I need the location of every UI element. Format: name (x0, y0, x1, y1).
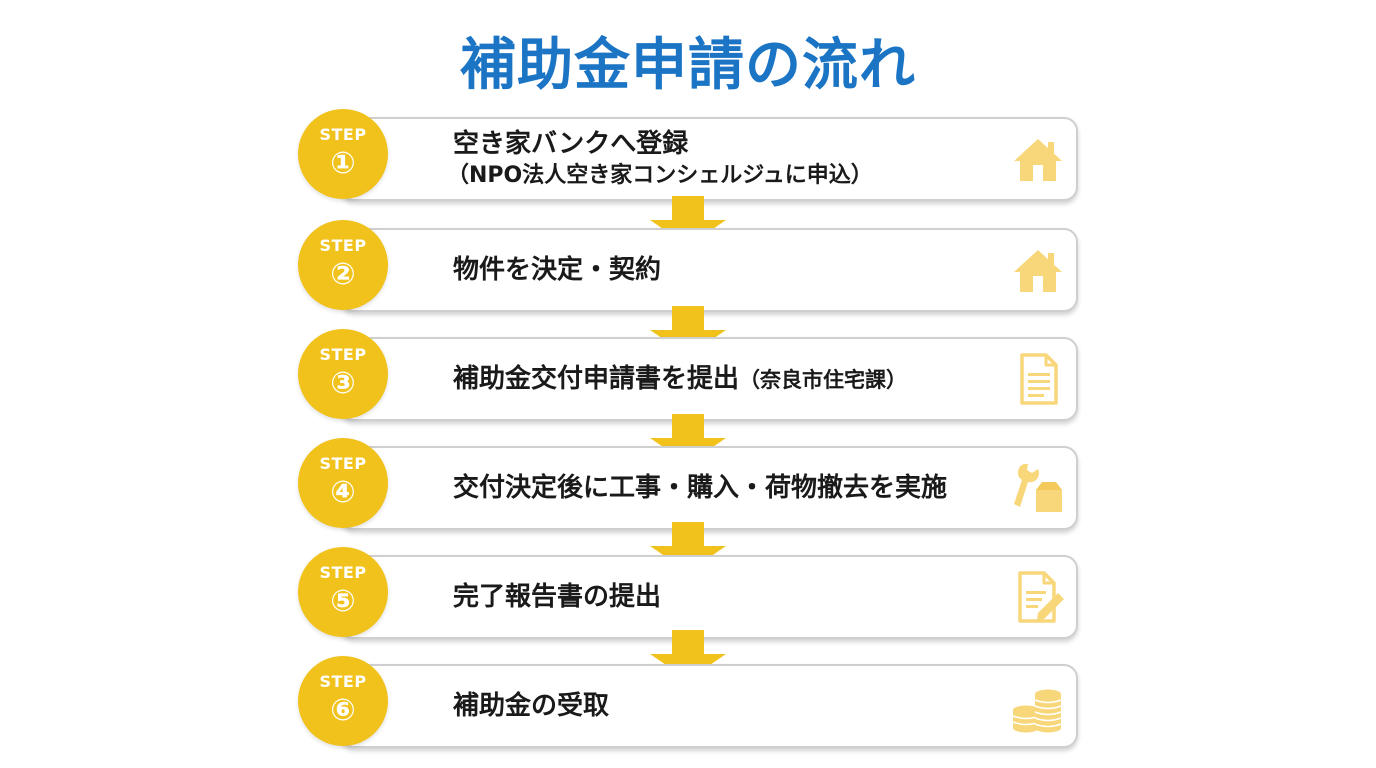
step-5: STEP ⑤ 完了報告書の提出 (298, 547, 1080, 641)
step-title: 完了報告書の提出 (453, 582, 662, 612)
step-badge-number: ② (330, 257, 356, 292)
step-badge-number: ⑤ (330, 584, 356, 619)
flow-arrow (650, 630, 726, 680)
step-badge: STEP ⑥ (298, 656, 388, 746)
flow-arrow (650, 522, 726, 572)
flow-arrow (650, 196, 726, 246)
step-text: 完了報告書の提出 (453, 553, 1013, 641)
step-box (340, 664, 1078, 748)
house-icon (1014, 250, 1062, 292)
step-text: 補助金の受取 (453, 662, 1013, 750)
page-title: 補助金申請の流れ (460, 33, 916, 98)
step-box (340, 117, 1078, 201)
step-badge: STEP ⑤ (298, 547, 388, 637)
step-badge: STEP ④ (298, 438, 388, 528)
step-box (340, 337, 1078, 421)
step-2: STEP ② 物件を決定・契約 (298, 220, 1080, 314)
step-badge-label: STEP (319, 454, 367, 473)
step-badge-number: ③ (330, 366, 356, 401)
step-subtitle: （NPO法人空き家コンシェルジュに申込） (447, 163, 873, 188)
step-text: 物件を決定・契約 (453, 226, 1013, 314)
step-1: STEP ① 空き家バンクへ登録 （NPO法人空き家コンシェルジュに申込） (298, 109, 1080, 203)
step-title: 補助金交付申請書を提出（奈良市住宅課） (453, 362, 1013, 397)
step-badge-number: ④ (330, 475, 356, 510)
step-title-main: 補助金交付申請書を提出 (453, 363, 740, 394)
step-badge: STEP ② (298, 220, 388, 310)
document-edit-icon (1018, 571, 1064, 623)
step-title: 空き家バンクへ登録 (453, 129, 689, 159)
step-box (340, 228, 1078, 312)
step-box (340, 446, 1078, 530)
step-badge-label: STEP (319, 345, 367, 364)
wrench-box-icon (1014, 464, 1062, 512)
step-3: STEP ③ 補助金交付申請書を提出（奈良市住宅課） (298, 329, 1080, 423)
step-6: STEP ⑥ 補助金の受取 (298, 656, 1080, 750)
step-badge-label: STEP (319, 236, 367, 255)
step-badge-label: STEP (319, 563, 367, 582)
step-title-note: （奈良市住宅課） (739, 367, 908, 392)
flow-arrow (650, 414, 726, 464)
coins-icon (1012, 689, 1062, 733)
step-badge-label: STEP (319, 672, 367, 691)
step-box (340, 555, 1078, 639)
step-badge-number: ① (330, 146, 356, 181)
flow-arrow (650, 306, 726, 356)
step-badge: STEP ① (298, 109, 388, 199)
step-badge-label: STEP (319, 125, 367, 144)
step-badge-number: ⑥ (330, 693, 356, 728)
step-text: 交付決定後に工事・購入・荷物撤去を実施 (453, 444, 1013, 532)
step-text: 補助金交付申請書を提出（奈良市住宅課） (453, 335, 1013, 423)
step-title: 補助金の受取 (453, 691, 610, 721)
step-title: 交付決定後に工事・購入・荷物撤去を実施 (453, 473, 948, 503)
step-badge: STEP ③ (298, 329, 388, 419)
step-4: STEP ④ 交付決定後に工事・購入・荷物撤去を実施 (298, 438, 1080, 532)
step-title: 物件を決定・契約 (453, 255, 662, 285)
house-icon (1014, 139, 1062, 181)
step-text: 空き家バンクへ登録 （NPO法人空き家コンシェルジュに申込） (447, 115, 1013, 203)
document-icon (1020, 353, 1058, 405)
